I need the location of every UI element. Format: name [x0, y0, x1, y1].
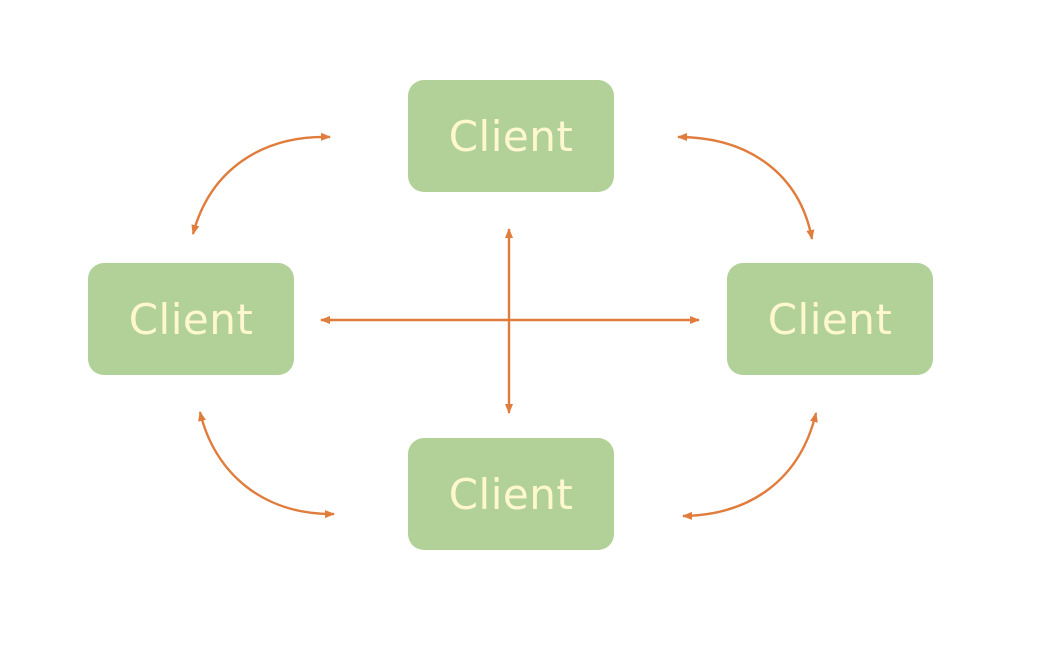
client-node-top: Client	[408, 80, 614, 192]
edge-left-bottom	[198, 411, 335, 519]
client-node-right: Client	[727, 263, 933, 375]
client-node-left: Client	[88, 263, 294, 375]
client-node-bottom: Client	[408, 438, 614, 550]
edge-right-bottom	[682, 412, 818, 520]
edge-top-left	[191, 132, 331, 235]
edge-top-right	[677, 133, 815, 240]
